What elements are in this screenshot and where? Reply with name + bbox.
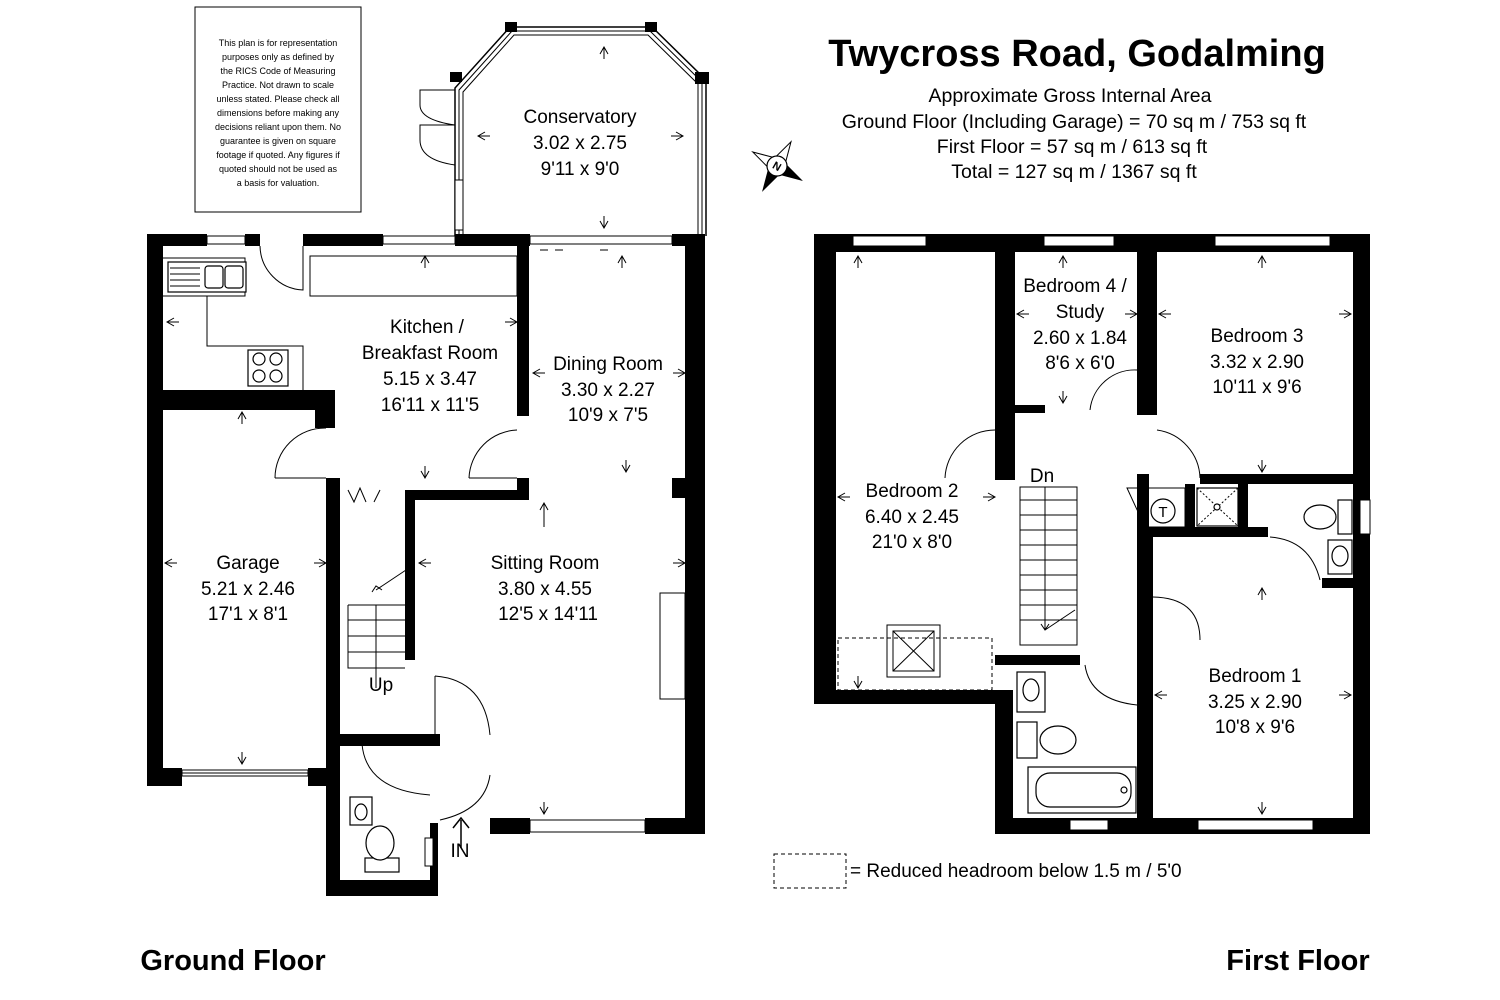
bedroom4-metric: 2.60 x 1.84 [1033, 328, 1127, 349]
ensuite-fixtures [1303, 499, 1353, 575]
disclaimer-line: This plan is for representation [219, 38, 338, 48]
sitting-imperial: 12'5 x 14'11 [498, 604, 598, 625]
dining-name: Dining Room [553, 354, 663, 375]
door-swings [944, 369, 1321, 706]
first-floor: Bedroom 4 / Study 2.60 x 1.84 8'6 x 6'0 … [814, 234, 1371, 977]
dining-metric: 3.30 x 2.27 [561, 380, 655, 401]
plan-title: Twycross Road, Godalming [828, 33, 1326, 75]
bedroom2-name: Bedroom 2 [866, 481, 959, 502]
area-first: First Floor = 57 sq m / 613 sq ft [937, 136, 1208, 158]
ground-floor: Conservatory 3.02 x 2.75 9'11 x 9'0 [140, 22, 709, 977]
fireplace [659, 592, 686, 700]
window [1069, 819, 1109, 831]
legend-swatch [773, 853, 847, 889]
reduced-headroom-area [837, 637, 993, 691]
sitting-metric: 3.80 x 4.55 [498, 579, 592, 600]
bedroom4-imperial: 8'6 x 6'0 [1045, 353, 1115, 374]
bedroom4-name: Study [1056, 302, 1105, 323]
window [852, 235, 927, 247]
disclaimer-line: decisions reliant upon them. No [215, 122, 341, 132]
bedroom2-metric: 6.40 x 2.45 [865, 507, 959, 528]
airing-cupboard [1126, 487, 1186, 528]
window [1043, 235, 1115, 247]
disclaimer-line: purposes only as defined by [222, 52, 335, 62]
conservatory-name: Conservatory [524, 107, 637, 128]
door-swings [274, 427, 518, 821]
area-total: Total = 127 sq m / 1367 sq ft [951, 161, 1197, 183]
garage-imperial: 17'1 x 8'1 [208, 604, 288, 625]
kitchen-metric: 5.15 x 3.47 [383, 369, 477, 390]
disclaimer-line: footage if quoted. Any figures if [216, 150, 340, 160]
disclaimer-line: the RICS Code of Measuring [220, 66, 335, 76]
bedroom1-name: Bedroom 1 [1209, 666, 1302, 687]
disclaimer-line: guarantee is given on square [220, 136, 336, 146]
dimension-arrows [836, 254, 1353, 816]
area-ground: Ground Floor (Including Garage) = 70 sq … [842, 111, 1307, 133]
tank-label: T [1158, 504, 1167, 521]
window [529, 235, 673, 245]
disclaimer-line: a basis for valuation. [237, 178, 320, 188]
conservatory-imperial: 9'11 x 9'0 [541, 159, 620, 180]
dimension-arrows [476, 45, 685, 230]
bedroom2-imperial: 21'0 x 8'0 [872, 532, 952, 553]
stairs-up-label: Up [369, 675, 393, 696]
legend: = Reduced headroom below 1.5 m / 5'0 [773, 853, 1182, 889]
entrance-label: IN [451, 841, 470, 862]
shower-tray [1196, 487, 1239, 527]
compass-icon: N [751, 140, 803, 192]
window [1214, 235, 1331, 247]
bedroom1-imperial: 10'8 x 9'6 [1215, 717, 1295, 738]
window [424, 837, 434, 867]
ground-walls [147, 234, 705, 896]
garage-metric: 5.21 x 2.46 [201, 579, 295, 600]
legend-text: = Reduced headroom below 1.5 m / 5'0 [850, 861, 1182, 882]
garage-name: Garage [216, 553, 279, 574]
first-floor-label: First Floor [1226, 945, 1369, 977]
disclaimer-line: Practice. Not drawn to scale [222, 80, 334, 90]
entrance-arrow-icon [452, 816, 470, 848]
kitchen-name: Kitchen / [390, 317, 465, 338]
dining-imperial: 10'9 x 7'5 [568, 405, 648, 426]
window [1359, 499, 1371, 535]
conservatory-metric: 3.02 x 2.75 [533, 133, 627, 154]
skylight [886, 624, 941, 678]
disclaimer-box: This plan is for representation purposes… [194, 6, 362, 213]
dimension-arrows [163, 249, 687, 816]
disclaimer-line: unless stated. Please check all [216, 94, 339, 104]
sitting-name: Sitting Room [491, 553, 600, 574]
window [382, 235, 456, 245]
disclaimer-line: quoted should not be used as [219, 164, 338, 174]
window [529, 819, 646, 833]
area-heading: Approximate Gross Internal Area [929, 85, 1212, 107]
bedroom3-name: Bedroom 3 [1211, 326, 1304, 347]
bedroom1-metric: 3.25 x 2.90 [1208, 692, 1302, 713]
kitchen-name: Breakfast Room [362, 343, 498, 364]
bedroom3-metric: 3.32 x 2.90 [1210, 352, 1304, 373]
wc-fixtures [349, 796, 400, 873]
conservatory-glazing [419, 22, 709, 236]
stairs-down-label: Dn [1030, 466, 1054, 487]
window [206, 235, 246, 245]
bedroom3-imperial: 10'11 x 9'6 [1212, 377, 1301, 398]
kitchen-units [163, 245, 518, 390]
disclaimer-line: dimensions before making any [217, 108, 340, 118]
bedroom4-name: Bedroom 4 / [1023, 276, 1127, 297]
stairs-down [1019, 486, 1078, 646]
bathroom-fixtures [1016, 671, 1137, 814]
stairs-up [347, 569, 407, 688]
window [1197, 819, 1314, 831]
water-tank [1150, 498, 1176, 524]
ground-floor-label: Ground Floor [140, 945, 325, 977]
kitchen-imperial: 16'11 x 11'5 [381, 395, 479, 416]
